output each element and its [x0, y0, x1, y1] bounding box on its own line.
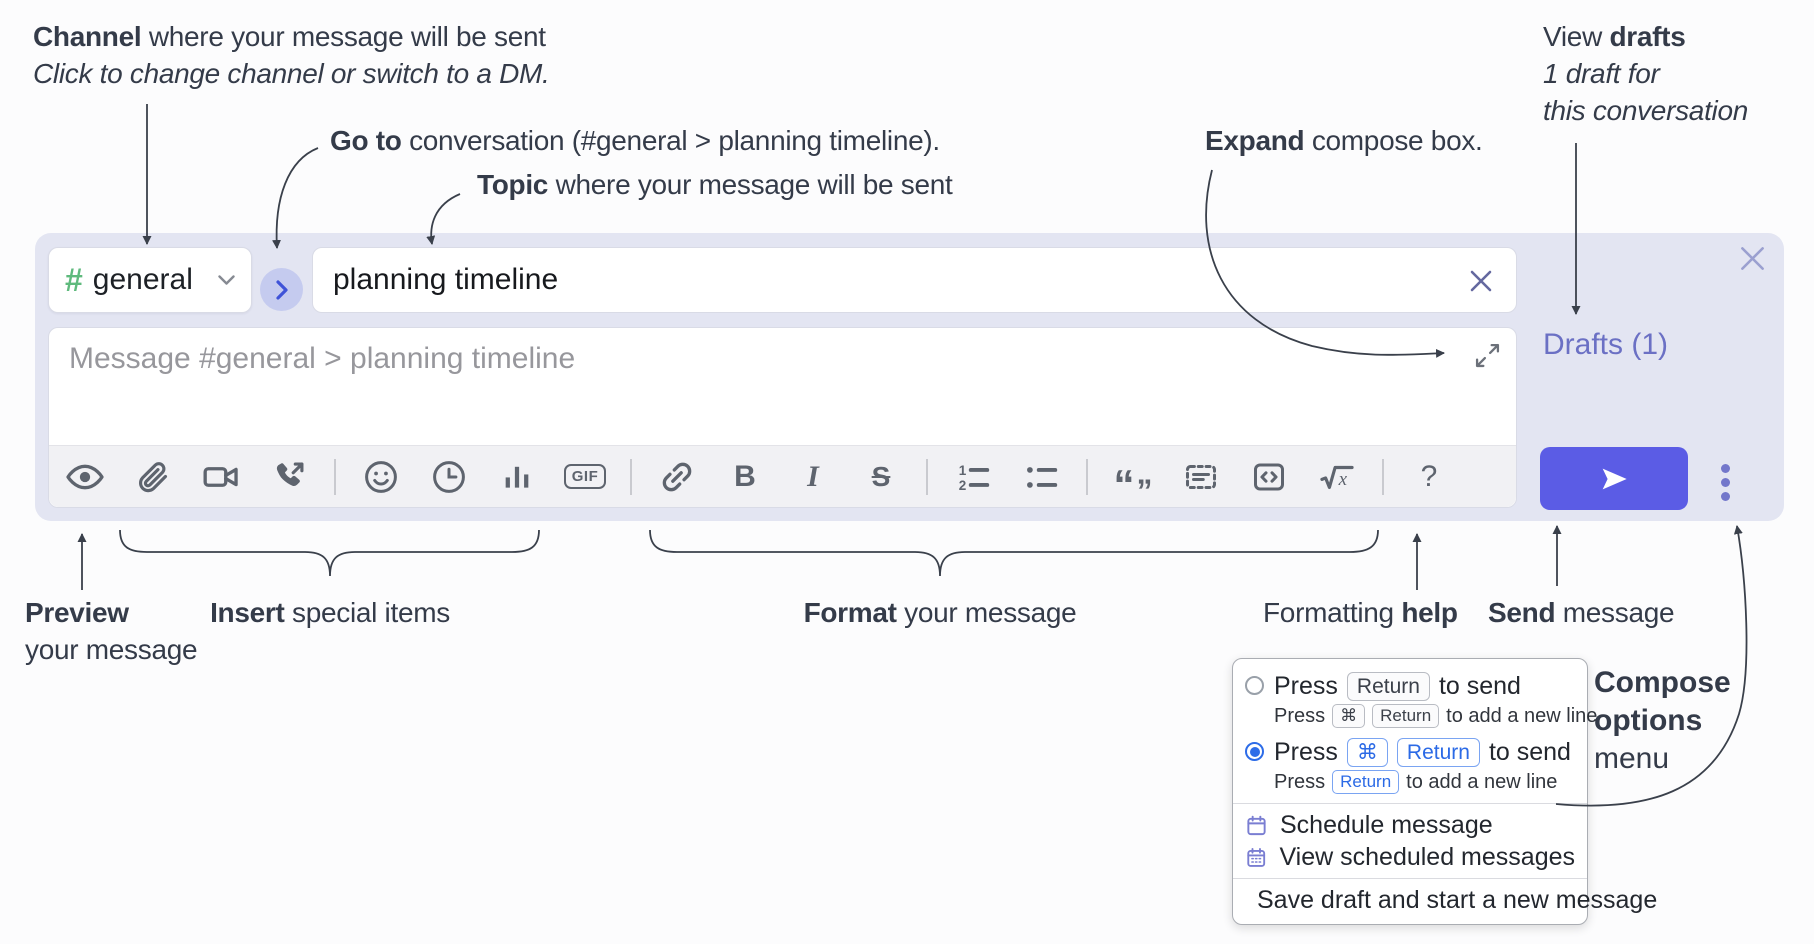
message-input[interactable]	[49, 328, 1516, 445]
insert-brace	[119, 529, 540, 577]
message-box: GIF B I S 12 “”	[48, 327, 1517, 508]
go-to-conversation-button[interactable]	[260, 268, 303, 311]
return-key: Return	[1372, 704, 1440, 728]
compose-options-menu: Press Return to send Press ⌘ Return to a…	[1232, 658, 1657, 925]
menu-divider	[1233, 803, 1587, 804]
close-icon	[1470, 270, 1492, 292]
drafts-link[interactable]: Drafts (1)	[1543, 328, 1669, 361]
chevron-right-icon	[275, 279, 288, 300]
quote-icon[interactable]: “”	[1099, 447, 1167, 507]
bold-icon[interactable]: B	[711, 447, 779, 507]
attach-file-icon[interactable]	[119, 447, 187, 507]
annotation-preview: Preview your message	[25, 597, 198, 665]
strikethrough-icon[interactable]: S	[847, 447, 915, 507]
kebab-dot	[1721, 492, 1730, 501]
italic-icon[interactable]: I	[779, 447, 847, 507]
annotation-send: Send message	[1488, 597, 1675, 628]
option-enter-to-send[interactable]: Press Return to send Press ⌘ Return to a…	[1245, 671, 1597, 729]
send-button[interactable]	[1540, 447, 1688, 510]
code-icon[interactable]	[1235, 447, 1303, 507]
chevron-down-icon	[218, 274, 235, 286]
svg-text:2: 2	[959, 477, 967, 492]
global-time-icon[interactable]	[415, 447, 483, 507]
toolbar-divider	[619, 447, 643, 507]
format-brace	[649, 529, 1379, 577]
toolbar-divider	[1075, 447, 1099, 507]
preview-icon[interactable]	[51, 447, 119, 507]
poll-icon[interactable]	[483, 447, 551, 507]
annotation-topic: Topic where your message will be sent	[477, 169, 953, 200]
channel-selector[interactable]: # general	[48, 247, 252, 313]
option-cmd-enter-to-send[interactable]: Press ⌘ Return to send Press Return to a…	[1245, 737, 1575, 795]
annotation-compose-options: Compose options menu	[1594, 666, 1731, 775]
radio-selected-icon[interactable]	[1245, 742, 1264, 761]
annotation-formatting-help: Formatting help	[1263, 597, 1458, 628]
toolbar-divider	[323, 447, 347, 507]
send-icon	[1602, 468, 1627, 489]
svg-text:1: 1	[959, 462, 967, 477]
annotation-goto: Go to conversation (#general > planning …	[330, 125, 940, 156]
video-call-icon[interactable]	[187, 447, 255, 507]
annotation-channel: Channel where your message will be sent …	[33, 21, 550, 89]
link-icon[interactable]	[643, 447, 711, 507]
cmd-key: ⌘	[1332, 704, 1366, 728]
return-key: Return	[1332, 770, 1400, 794]
annotation-format: Format your message	[803, 597, 1077, 628]
annotation-expand: Expand compose box.	[1205, 125, 1483, 156]
bulleted-list-icon[interactable]	[1007, 447, 1075, 507]
return-key: Return	[1346, 671, 1430, 701]
close-compose-button[interactable]	[1733, 239, 1771, 277]
spoiler-icon[interactable]	[1167, 447, 1235, 507]
help-icon[interactable]: ?	[1395, 447, 1463, 507]
menu-item-save-draft-new-message[interactable]: Save draft and start a new message	[1245, 884, 1657, 916]
annotation-view-drafts: View drafts 1 draft for this conversatio…	[1543, 21, 1749, 126]
compose-box: # general	[35, 233, 1784, 521]
math-icon[interactable]: x	[1303, 447, 1371, 507]
toolbar-divider	[1371, 447, 1395, 507]
toolbar-divider	[915, 447, 939, 507]
kebab-dot	[1721, 478, 1730, 487]
kebab-dot	[1721, 464, 1730, 473]
voice-call-icon[interactable]	[255, 447, 323, 507]
svg-text:x: x	[1338, 468, 1348, 489]
menu-divider	[1233, 878, 1587, 879]
menu-item-schedule-message[interactable]: Schedule message	[1245, 809, 1575, 841]
close-icon	[1740, 246, 1764, 270]
emoji-icon[interactable]	[347, 447, 415, 507]
topic-input[interactable]	[312, 247, 1517, 313]
menu-item-view-scheduled-messages[interactable]: View scheduled messages	[1245, 841, 1575, 873]
expand-icon	[1475, 343, 1499, 367]
calendar-grid-icon	[1247, 847, 1266, 867]
gif-icon[interactable]: GIF	[551, 447, 619, 507]
channel-hash-icon: #	[65, 261, 83, 298]
channel-name: general	[92, 263, 193, 296]
annotation-insert: Insert special items	[210, 597, 450, 628]
clear-topic-button[interactable]	[1463, 263, 1499, 299]
calendar-icon	[1247, 815, 1266, 835]
expand-compose-button[interactable]	[1471, 339, 1503, 371]
cmd-key: ⌘	[1346, 737, 1388, 767]
compose-options-menu-button[interactable]	[1717, 460, 1734, 505]
radio-unselected-icon[interactable]	[1245, 676, 1264, 695]
return-key: Return	[1396, 737, 1480, 767]
